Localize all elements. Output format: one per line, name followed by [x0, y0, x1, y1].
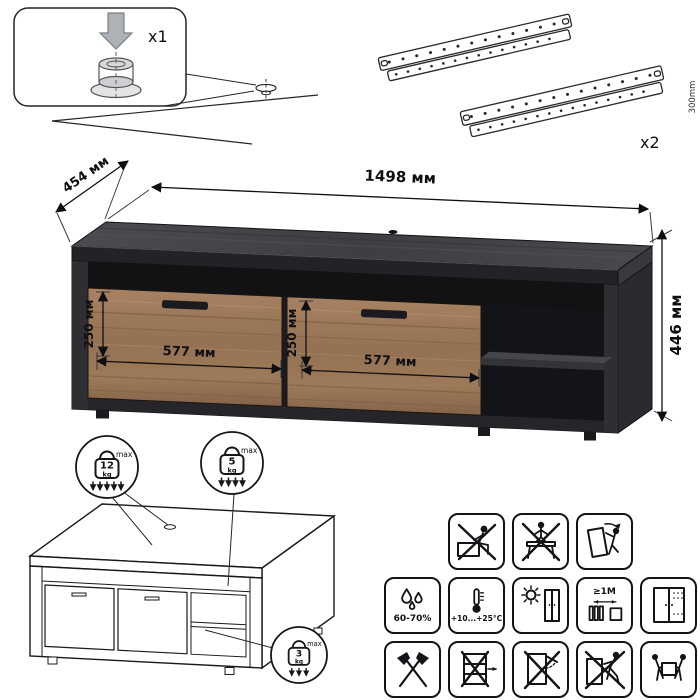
radiator-distance-icon	[588, 599, 622, 621]
dimension-drawer-left: 250 мм 577 мм	[82, 290, 283, 378]
icon-carry-together	[640, 641, 697, 698]
down-arrows-icon	[89, 481, 125, 492]
humidity-drops-icon	[400, 587, 423, 610]
temperature-value: +10...+25°C	[450, 614, 503, 624]
no-moving-loaded-icon	[460, 650, 497, 687]
svg-text:max: max	[116, 450, 133, 459]
icon-no-standing	[512, 513, 569, 570]
icon-no-moving-open	[512, 641, 569, 698]
no-dragging-icon	[584, 650, 625, 689]
svg-text:446 мм: 446 мм	[667, 294, 685, 355]
foot-detail-callout	[13, 7, 319, 145]
icon-no-dragging	[576, 641, 633, 698]
no-standing-icon	[521, 521, 560, 561]
callout-frame	[13, 7, 187, 107]
drawer-left	[87, 287, 283, 408]
humidity-value: 60-70%	[393, 613, 432, 624]
svg-text:3: 3	[296, 649, 302, 659]
svg-text:12: 12	[100, 461, 114, 472]
svg-text:5: 5	[229, 457, 236, 468]
slides-length-label: 300mm	[688, 81, 698, 114]
icon-wardrobe	[640, 577, 697, 634]
svg-text:max: max	[307, 640, 322, 648]
outline-compartment	[190, 592, 247, 658]
slide-rail-1	[377, 13, 573, 82]
drawer-right-handle	[360, 309, 408, 319]
leg	[96, 409, 109, 419]
drawer-left-handle	[161, 300, 209, 310]
slides-qty-label: x2	[640, 133, 660, 152]
down-arrows-icon	[218, 477, 246, 488]
svg-text:577 мм: 577 мм	[363, 353, 417, 370]
wardrobe-ventilation-icon	[652, 586, 685, 623]
shelf	[481, 351, 612, 364]
outline-drawer-right	[117, 588, 188, 655]
no-climbing-tipping-icon	[586, 522, 620, 558]
load-limit-callouts: 12 kg max 5 kg max	[75, 431, 328, 684]
drawer-right	[286, 296, 482, 416]
outline-cable-hole	[164, 524, 176, 530]
svg-text:1498 мм: 1498 мм	[364, 166, 436, 187]
load-limit-shelf: 5 kg max	[200, 431, 264, 495]
crossed-axes-icon	[396, 651, 429, 687]
foot-glide-icon	[90, 52, 142, 101]
no-sitting-icon	[456, 523, 496, 560]
slide-rail-2	[459, 65, 665, 138]
icon-no-climbing	[576, 513, 633, 570]
svg-text:kg: kg	[228, 467, 237, 475]
cable-hole	[388, 230, 398, 234]
foot-placement	[51, 79, 319, 145]
load-limit-top: 12 kg max	[75, 435, 139, 499]
icon-no-moving-loaded	[448, 641, 505, 698]
svg-text:max: max	[241, 446, 258, 455]
dimension-height: 446 мм	[649, 228, 685, 423]
tv-stand-render	[70, 221, 654, 441]
svg-text:577 мм: 577 мм	[162, 344, 216, 361]
icon-no-sharp-tools	[384, 641, 441, 698]
dimension-drawer-right: 250 мм 577 мм	[285, 299, 481, 387]
thermometer-icon	[471, 588, 484, 614]
press-down-arrow-icon	[98, 12, 134, 50]
svg-text:kg: kg	[103, 471, 112, 479]
weight-icon	[99, 450, 115, 460]
icon-heater-distance: ≥1M	[576, 577, 633, 634]
down-arrows-icon	[288, 668, 310, 677]
outline-drawer-left	[44, 584, 115, 651]
heater-distance-value: ≥1M	[593, 586, 616, 597]
icon-temperature: +10...+25°C	[448, 577, 505, 634]
load-limit-drawer: 3 kg max	[270, 626, 328, 684]
icon-no-sunlight	[512, 577, 569, 634]
no-open-door-icon	[523, 650, 560, 689]
carry-together-icon	[651, 653, 686, 681]
svg-text:250 мм: 250 мм	[285, 309, 299, 358]
sunlight-icon	[520, 584, 560, 622]
icon-humidity: 60-70%	[384, 577, 441, 634]
weight-icon	[291, 640, 307, 648]
leg	[478, 427, 490, 436]
svg-text:kg: kg	[295, 660, 303, 666]
svg-text:250 мм: 250 мм	[82, 300, 96, 349]
leg	[584, 431, 596, 441]
open-compartment	[481, 305, 612, 421]
weight-icon	[224, 446, 240, 456]
drawer-slides-detail	[377, 13, 665, 138]
foot-qty-label: x1	[148, 27, 168, 46]
icon-no-sitting	[448, 513, 505, 570]
tv-stand-outline	[27, 503, 337, 675]
